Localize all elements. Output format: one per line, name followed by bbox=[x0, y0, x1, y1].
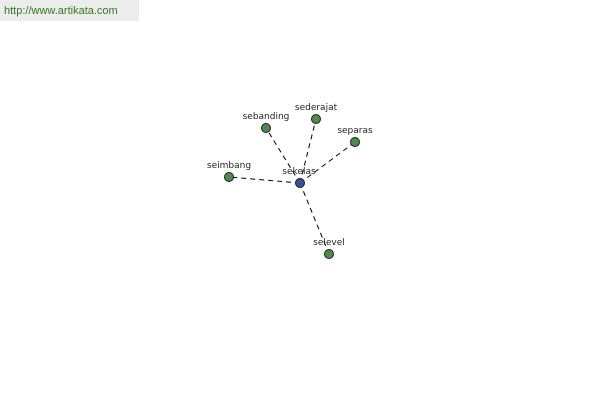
label-separas[interactable]: separas bbox=[337, 126, 373, 136]
label-sederajat[interactable]: sederajat bbox=[295, 103, 338, 113]
edge-selevel bbox=[299, 182, 330, 255]
edge-separas bbox=[299, 141, 356, 184]
label-sebanding[interactable]: sebanding bbox=[243, 112, 290, 122]
node-sederajat[interactable] bbox=[311, 114, 321, 124]
node-center-sekelas[interactable] bbox=[295, 178, 305, 188]
edge-seimbang bbox=[228, 176, 301, 184]
label-center-sekelas[interactable]: sekelas bbox=[282, 167, 316, 177]
nodes-group bbox=[224, 114, 360, 259]
node-separas[interactable] bbox=[350, 137, 360, 147]
labels-group: sebanding sederajat separas seimbang selevel… bbox=[207, 103, 373, 248]
edge-sederajat bbox=[299, 118, 317, 184]
edge-sebanding bbox=[265, 127, 301, 184]
node-seimbang[interactable] bbox=[224, 172, 234, 182]
node-sebanding[interactable] bbox=[261, 123, 271, 133]
label-seimbang[interactable]: seimbang bbox=[207, 161, 251, 171]
edges-group bbox=[228, 118, 356, 255]
source-link[interactable]: http://www.artikata.com bbox=[4, 5, 118, 17]
label-selevel[interactable]: selevel bbox=[313, 238, 345, 248]
source-bar: http://www.artikata.com bbox=[0, 0, 139, 21]
node-selevel[interactable] bbox=[324, 249, 334, 259]
